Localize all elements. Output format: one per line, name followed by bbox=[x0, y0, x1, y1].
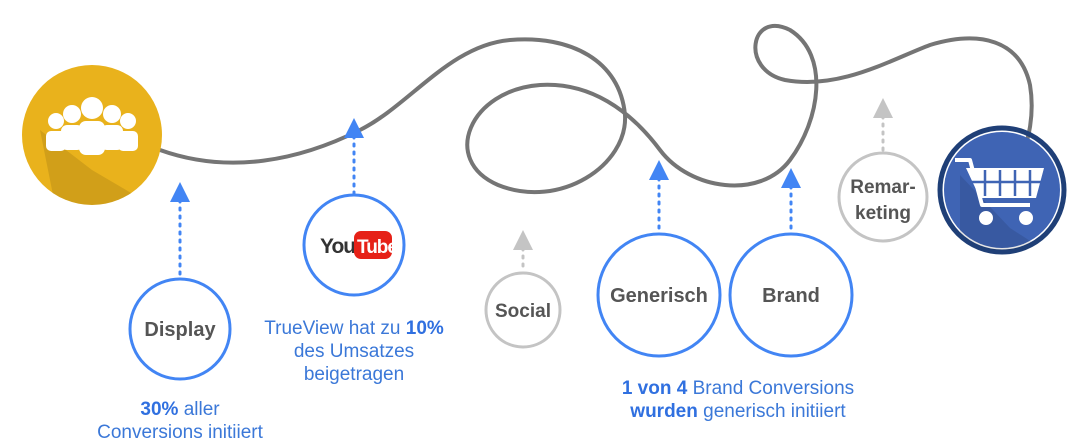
remarketing-label-line2: keting bbox=[855, 203, 911, 224]
display-node: Display bbox=[128, 277, 232, 381]
generisch-label: Generisch bbox=[610, 285, 708, 307]
youtube-node: You Tube bbox=[302, 193, 406, 297]
remarketing-node: Remar- keting bbox=[837, 151, 929, 243]
generisch-node-circle bbox=[596, 232, 722, 358]
youtube-arrow-up-icon bbox=[344, 118, 364, 138]
display-label: Display bbox=[144, 319, 216, 341]
brand-label: Brand bbox=[762, 285, 820, 307]
display-node-circle bbox=[128, 277, 232, 381]
brand-node-circle bbox=[728, 232, 854, 358]
remarketing-node-circle bbox=[837, 151, 929, 243]
journey-path bbox=[158, 23, 1034, 195]
start-node-shadow bbox=[40, 130, 160, 205]
start-node bbox=[22, 65, 162, 205]
social-label: Social bbox=[495, 301, 551, 322]
brand-caption: 1 von 4 Brand Conversions wurden generis… bbox=[621, 378, 855, 422]
svg-text:Tube: Tube bbox=[357, 237, 397, 258]
generisch-node: Generisch bbox=[596, 232, 722, 358]
social-node-circle bbox=[484, 271, 562, 349]
brand-node: Brand bbox=[728, 232, 854, 358]
social-arrow-up-icon bbox=[513, 230, 533, 250]
remarketing-arrow-up-icon bbox=[873, 98, 893, 118]
end-node-circle bbox=[937, 125, 1067, 255]
brand-arrow-up-icon bbox=[781, 168, 801, 188]
youtube-logo-icon: You Tube bbox=[320, 231, 398, 259]
audience-group-icon bbox=[46, 97, 138, 155]
svg-text:You: You bbox=[320, 235, 355, 258]
end-node bbox=[937, 125, 1067, 255]
display-arrow-up-icon bbox=[170, 182, 190, 202]
social-node: Social bbox=[484, 271, 562, 349]
generisch-arrow-up-icon bbox=[649, 160, 669, 180]
youtube-caption: TrueView hat zu 10% des Umsatzes beigetr… bbox=[264, 318, 444, 385]
remarketing-label-line1: Remar- bbox=[850, 177, 915, 198]
display-caption: 30% aller Conversions initiiert bbox=[97, 399, 263, 443]
